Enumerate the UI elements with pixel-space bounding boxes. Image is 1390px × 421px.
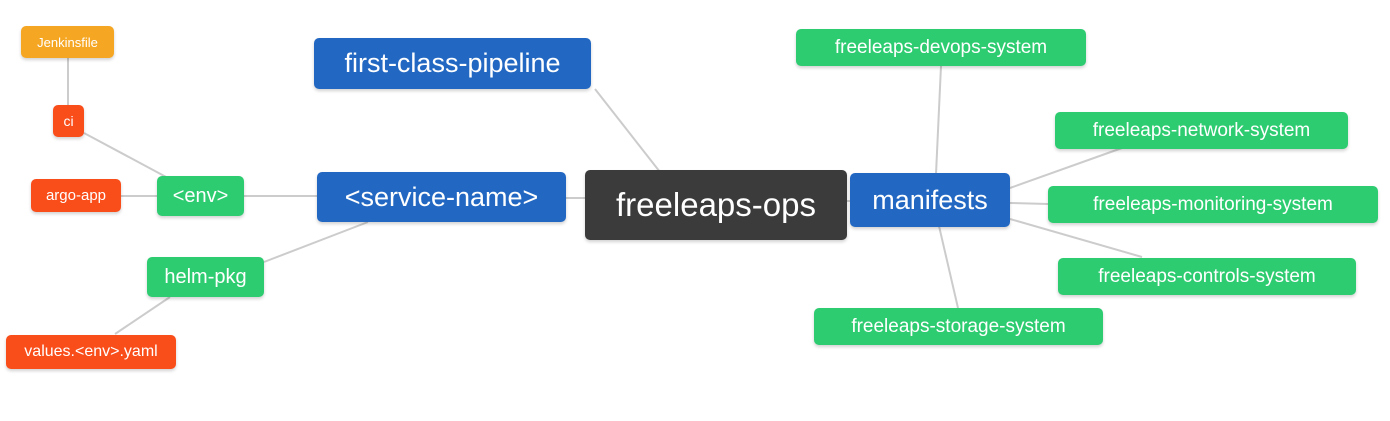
node-service-name[interactable]: <service-name> <box>317 172 566 222</box>
node-freeleaps-ops[interactable]: freeleaps-ops <box>585 170 847 240</box>
connector-manifests-to-devops_system <box>935 65 942 175</box>
node-argo-app[interactable]: argo-app <box>31 179 121 212</box>
node-freeleaps-storage-system[interactable]: freeleaps-storage-system <box>814 308 1103 345</box>
node-manifests[interactable]: manifests <box>850 173 1010 227</box>
node-helm-pkg[interactable]: helm-pkg <box>147 257 264 297</box>
node-freeleaps-devops-system[interactable]: freeleaps-devops-system <box>796 29 1086 66</box>
node-ci[interactable]: ci <box>53 105 84 137</box>
node-env[interactable]: <env> <box>157 176 244 216</box>
connector-values_env_yaml-to-helm_pkg <box>114 296 171 335</box>
node-freeleaps-monitoring-system[interactable]: freeleaps-monitoring-system <box>1048 186 1378 223</box>
connector-manifests-to-network_system <box>1009 147 1123 189</box>
connector-manifests-to-controls_system <box>1009 218 1143 258</box>
connector-helm_pkg-to-service_name <box>263 221 369 263</box>
connector-first_class_pipeline-to-freeleaps_ops <box>594 88 661 173</box>
node-freeleaps-network-system[interactable]: freeleaps-network-system <box>1055 112 1348 149</box>
node-first-class-pipeline[interactable]: first-class-pipeline <box>314 38 591 89</box>
node-jenkinsfile[interactable]: Jenkinsfile <box>21 26 114 58</box>
node-values-env-yaml[interactable]: values.<env>.yaml <box>6 335 176 369</box>
node-freeleaps-controls-system[interactable]: freeleaps-controls-system <box>1058 258 1356 295</box>
connector-manifests-to-monitoring_system <box>1009 202 1049 205</box>
connector-ci-to-env <box>83 132 169 179</box>
connector-manifests-to-storage_system <box>938 225 959 309</box>
